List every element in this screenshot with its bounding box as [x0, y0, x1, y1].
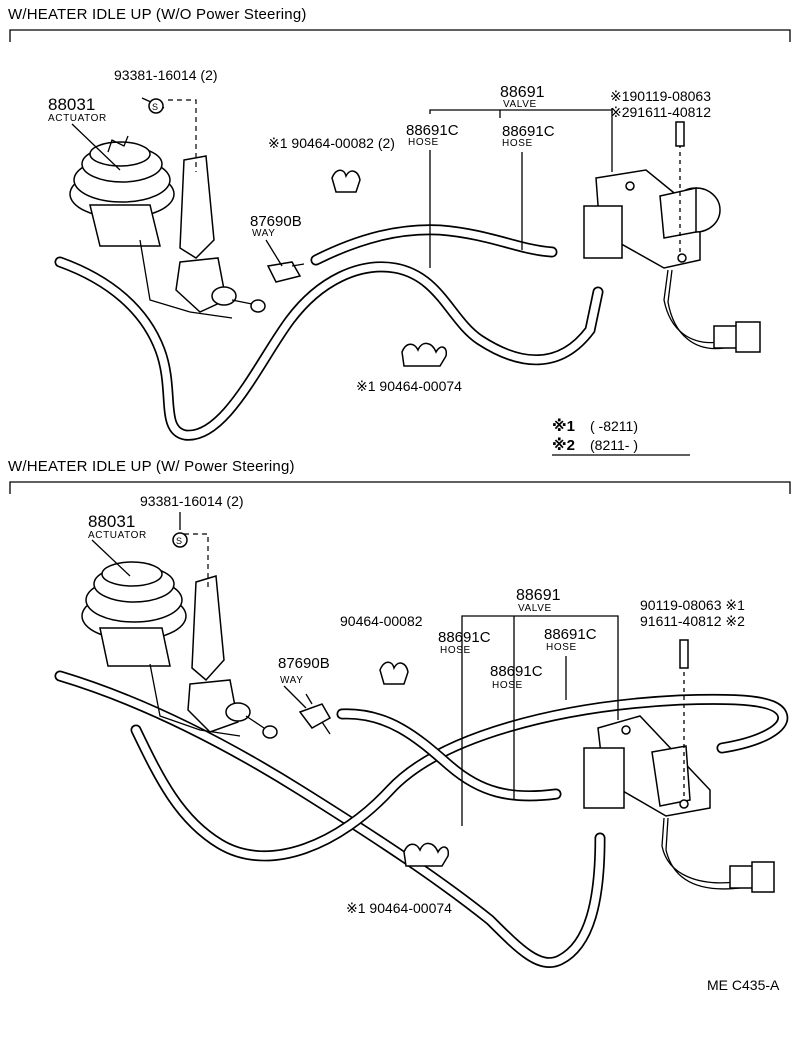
hose-clamps: [331, 169, 448, 367]
screw-part-number: 93381-16014 (2): [114, 67, 218, 83]
hose-right-name: HOSE: [546, 642, 577, 653]
hose-left-name: HOSE: [408, 137, 439, 148]
actuator-part-number: 88031: [88, 512, 135, 531]
clamp-top-part-number: 90464-00082: [340, 613, 423, 629]
valve-part-number: 88691: [500, 84, 545, 101]
actuator-name: ACTUATOR: [88, 530, 147, 541]
hose-mid-part-number: 88691C: [490, 663, 543, 680]
section-title: W/HEATER IDLE UP (W/O Power Steering): [8, 6, 307, 23]
way-name: WAY: [280, 675, 303, 686]
section-title: W/HEATER IDLE UP (W/ Power Steering): [8, 458, 295, 475]
valve-name: VALVE: [503, 99, 537, 110]
hose-clamps: [379, 661, 450, 867]
vsv-valve: [583, 121, 761, 353]
way-fitting: [298, 693, 332, 735]
clamp-top-part-number: ※1 90464-00082 (2): [268, 135, 395, 151]
part-labels: 93381-16014 (2) 88031 ACTUATOR 88691 VAL…: [88, 493, 745, 916]
way-fitting: [266, 261, 305, 283]
applicability-legend: ※1 ( -8211) ※2 (8211- ): [552, 417, 690, 456]
valve-name: VALVE: [518, 603, 552, 614]
legend-mark-1: ※1: [552, 417, 575, 435]
screw-symbol: S: [152, 102, 158, 112]
legend-mark-2: ※2: [552, 436, 575, 454]
actuator-part-number: 88031: [48, 95, 95, 114]
hose-left-name: HOSE: [440, 645, 471, 656]
clamp-bottom-part-number: ※1 90464-00074: [356, 378, 462, 394]
way-part-number: 87690B: [250, 213, 302, 230]
vsv-valve: [583, 639, 775, 893]
screw-part-number: 93381-16014 (2): [140, 493, 244, 509]
valve-part-number: 88691: [516, 587, 561, 604]
screw-symbol: S: [176, 536, 182, 546]
legend-range-2: (8211- ): [590, 437, 638, 453]
drawing-code: ME C435-A: [707, 977, 780, 993]
section-bracket: [9, 481, 791, 494]
section-bracket: [9, 29, 791, 42]
way-part-number: 87690B: [278, 655, 330, 672]
actuator: S: [81, 512, 278, 739]
bolt-part-number-1: 90119-08063 ※1: [640, 597, 745, 613]
legend-range-1: ( -8211): [590, 418, 638, 434]
leader-lines: [71, 108, 613, 268]
actuator: S: [69, 97, 266, 319]
hose-right-part-number: 88691C: [544, 626, 597, 643]
hose-left-part-number: 88691C: [406, 122, 459, 139]
bolt-part-number-2: 91611-40812 ※2: [640, 613, 745, 629]
hose-right-part-number: 88691C: [502, 123, 555, 140]
part-labels: 93381-16014 (2) 88031 ACTUATOR 88691 VAL…: [48, 67, 711, 394]
actuator-name: ACTUATOR: [48, 113, 107, 124]
hose-left-part-number: 88691C: [438, 629, 491, 646]
way-name: WAY: [252, 228, 275, 239]
hose-mid-name: HOSE: [492, 680, 523, 691]
section-with-power-steering: W/HEATER IDLE UP (W/ Power Steering): [8, 458, 791, 969]
hose-right-name: HOSE: [502, 138, 533, 149]
hose-routes: [54, 224, 604, 441]
bolt-part-number-2: ※291611-40812: [610, 104, 711, 120]
hose-routes: [54, 670, 789, 969]
section-without-power-steering: W/HEATER IDLE UP (W/O Power Steering): [8, 6, 791, 441]
clamp-bottom-part-number: ※1 90464-00074: [346, 900, 452, 916]
bolt-part-number-1: ※190119-08063: [610, 88, 711, 104]
leader-lines: [91, 539, 619, 826]
